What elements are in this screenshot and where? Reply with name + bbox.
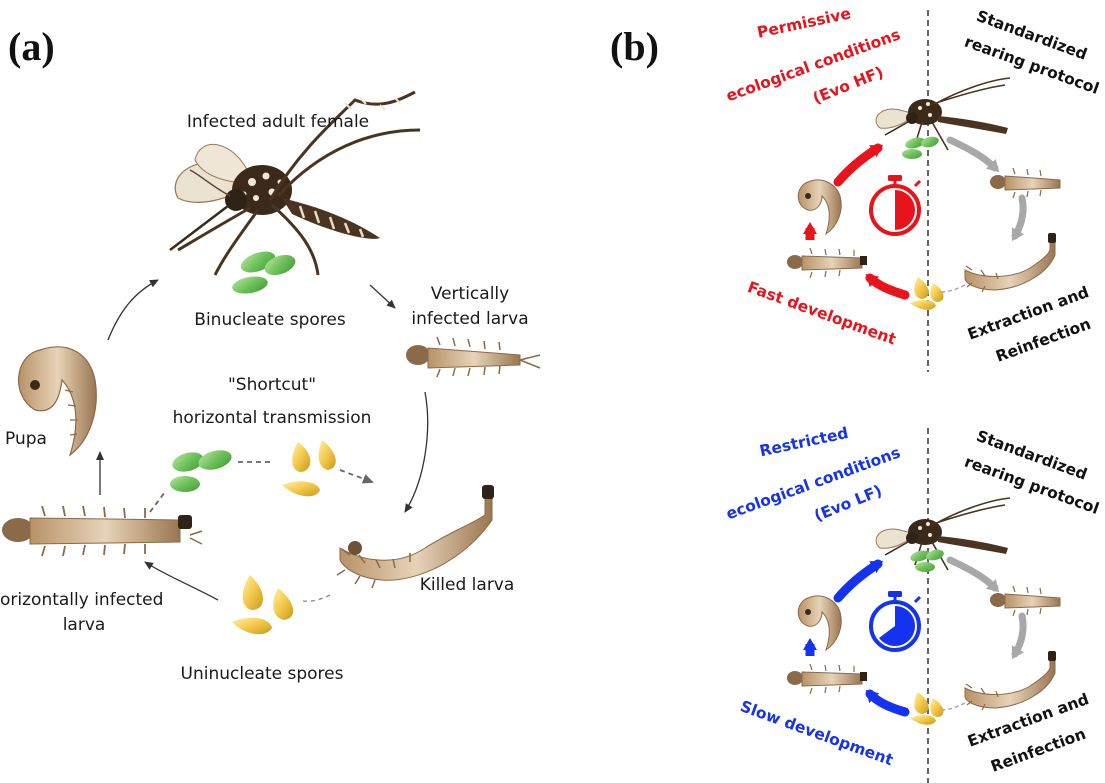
label-shortcut-line2: horizontal transmission	[173, 408, 372, 428]
binucleate-spores-illustration	[231, 247, 298, 296]
label-uninucleate-spores: Uninucleate spores	[181, 664, 344, 684]
panel-a: (a) Infected adult female	[0, 24, 540, 684]
bottom-development: Slow development	[738, 697, 896, 769]
cycle-arrow-vertical-to-killed	[405, 392, 428, 512]
label-infected-adult-female: Infected adult female	[187, 112, 369, 132]
label-horizontally-line2: larva	[63, 615, 106, 635]
top-gray-arrow-adult-to-larva	[950, 140, 995, 168]
bottom-adult-mosquito-illustration	[876, 498, 1010, 570]
panel-b: (b) Permissive ecological conditions (Ev…	[610, 4, 1101, 783]
label-shortcut-line1: "Shortcut"	[228, 375, 316, 395]
label-horizontally-line1: orizontally infected	[0, 590, 163, 610]
top-red-arrow-pupa-to-adult	[838, 148, 878, 182]
top-development: Fast development	[745, 278, 899, 349]
vertically-infected-larva-illustration	[406, 337, 540, 377]
top-green-spores	[902, 135, 940, 159]
top-cycle: Permissive ecological conditions (Evo HF…	[724, 4, 1102, 365]
cycle-arrow-killed-to-spores	[300, 595, 330, 601]
top-red-arrow-spores-to-larva	[870, 278, 905, 295]
top-gray-arrow-larva-to-killed	[1015, 198, 1023, 236]
bottom-blue-arrow-pupa-to-adult	[838, 564, 878, 598]
bottom-gray-arrow-larva-to-killed	[1015, 616, 1023, 654]
top-gray-dashed-killed-to-spores	[940, 285, 965, 292]
bottom-killed-larva-illustration	[965, 651, 1056, 710]
panel-b-label: (b)	[610, 24, 659, 69]
bottom-gray-dashed-killed-to-spores	[940, 703, 965, 710]
bottom-stopwatch-icon	[871, 591, 920, 650]
label-pupa: Pupa	[5, 429, 47, 449]
top-killed-larva-illustration	[965, 233, 1056, 292]
cycle-arrow-pupa-to-adult	[108, 280, 158, 340]
cycle-arrow-adult-to-vertical	[370, 285, 395, 308]
bottom-pupa-illustration	[798, 596, 841, 650]
bottom-green-spores	[909, 548, 945, 572]
horizontally-infected-larva-illustration	[2, 506, 202, 556]
bottom-yellow-spores	[910, 692, 943, 725]
bottom-gray-arrow-adult-to-larva	[950, 560, 995, 588]
bottom-larva-right-illustration	[990, 586, 1060, 616]
killed-larva-illustration	[337, 485, 494, 588]
panel-a-label: (a)	[8, 24, 55, 69]
top-stopwatch-icon	[871, 175, 920, 234]
shortcut-arrow-3	[340, 470, 372, 482]
top-pupa-illustration	[798, 180, 841, 234]
shortcut-green-spores	[170, 447, 234, 492]
top-larva-left-illustration	[787, 248, 867, 278]
bottom-condition-line1: Restricted	[758, 424, 850, 460]
shortcut-yellow-spores	[282, 440, 336, 496]
label-binucleate-spores: Binucleate spores	[194, 310, 346, 330]
uninucleate-spores-illustration	[232, 575, 293, 634]
shortcut-arrow-1	[150, 492, 165, 512]
top-condition-line1: Permissive	[755, 4, 852, 41]
bottom-cycle: Restricted ecological conditions (Evo LF…	[724, 424, 1102, 776]
top-larva-right-illustration	[990, 168, 1060, 198]
label-vertically-line1: Vertically	[431, 284, 509, 304]
bottom-blue-arrow-spores-to-larva	[870, 694, 905, 712]
bottom-larva-left-illustration	[787, 664, 867, 694]
label-killed-larva: Killed larva	[420, 575, 515, 595]
top-yellow-spores	[910, 277, 943, 310]
label-vertically-line2: infected larva	[411, 309, 528, 329]
top-adult-mosquito-illustration	[876, 78, 1010, 150]
